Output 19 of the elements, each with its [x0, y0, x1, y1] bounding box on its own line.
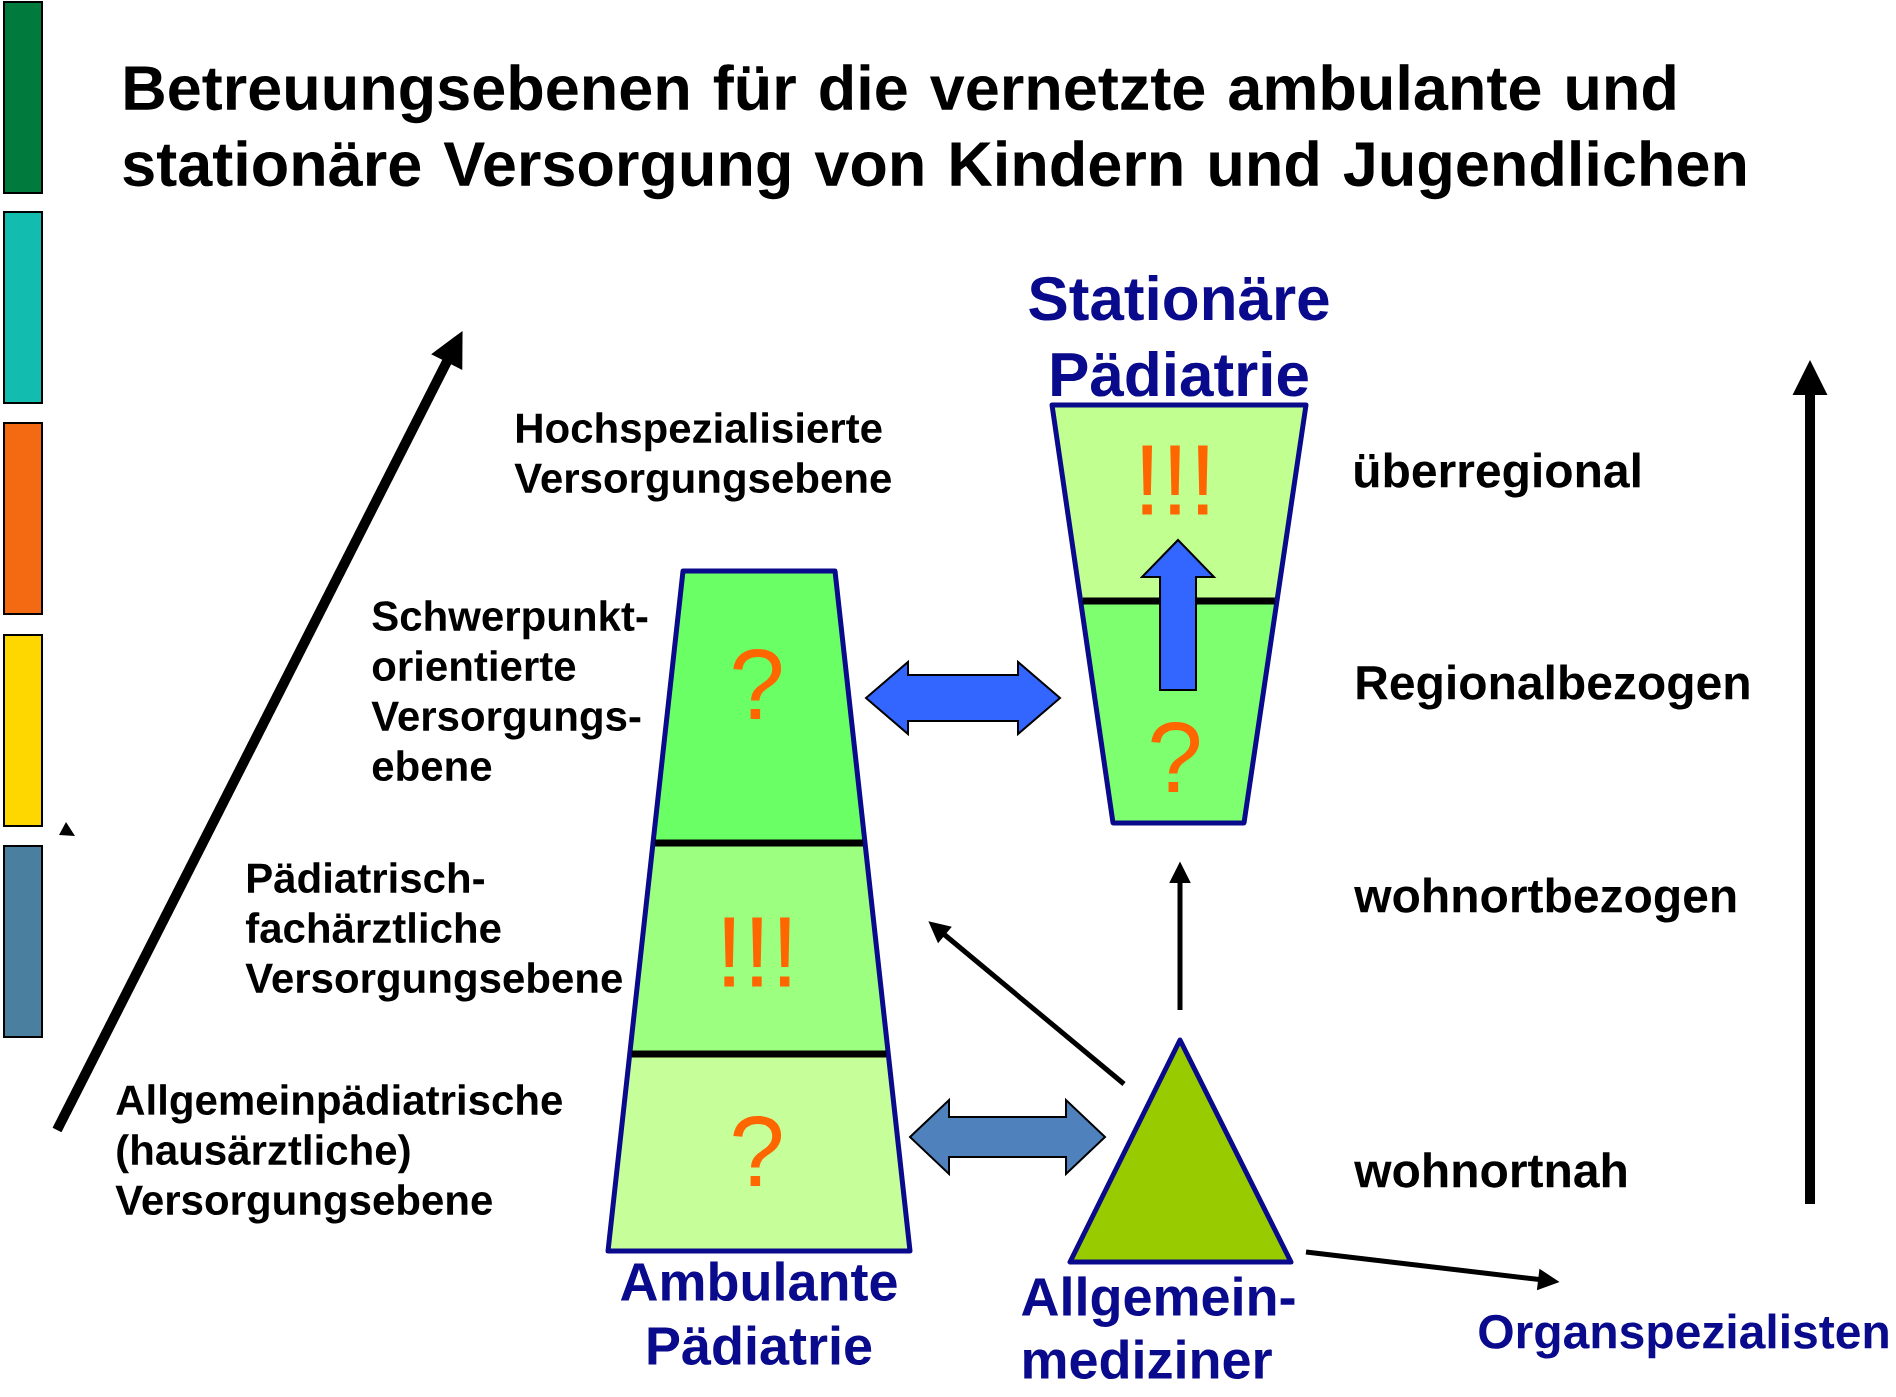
level-label: wohnortbezogen	[1354, 877, 1736, 923]
level-label: Regionalbezogen	[1357, 664, 1749, 710]
node-heading: Stationäre Pädiatrie	[1029, 275, 1329, 397]
title: Betreuungsebenen für die vernetzte ambulante und stationäre Versorgung von Kindern und Jugendlichen	[123, 64, 1745, 200]
trapezoid-band: !!!	[629, 843, 889, 1054]
level-label: Hochspezialisierte Versorgungsebene	[514, 412, 891, 502]
trapezoid-band: ?	[1080, 601, 1277, 823]
level-label: Schwerpunkt- orientierte Versorgungs- ebene	[371, 600, 648, 782]
trapezoid-band: ?	[653, 571, 865, 843]
level-label: Pädiatrisch- fachärztliche Versorgungsebene	[245, 862, 622, 1002]
node-label: Organspezialisten	[1479, 1313, 1888, 1359]
node-heading: Allgemein- mediziner	[1021, 1276, 1295, 1380]
level-label: wohnortnah	[1354, 1152, 1626, 1188]
level-label: überregional	[1355, 452, 1640, 498]
trapezoid-band: !!!	[1052, 405, 1306, 601]
node-heading: Ambulante Pädiatrie	[620, 1261, 897, 1366]
trapezoid-band: ?	[608, 1054, 910, 1251]
block-arrow	[1139, 538, 1217, 691]
level-label: Allgemeinpädiatrische (hausärztliche) Versorgungsebene	[115, 1084, 562, 1224]
